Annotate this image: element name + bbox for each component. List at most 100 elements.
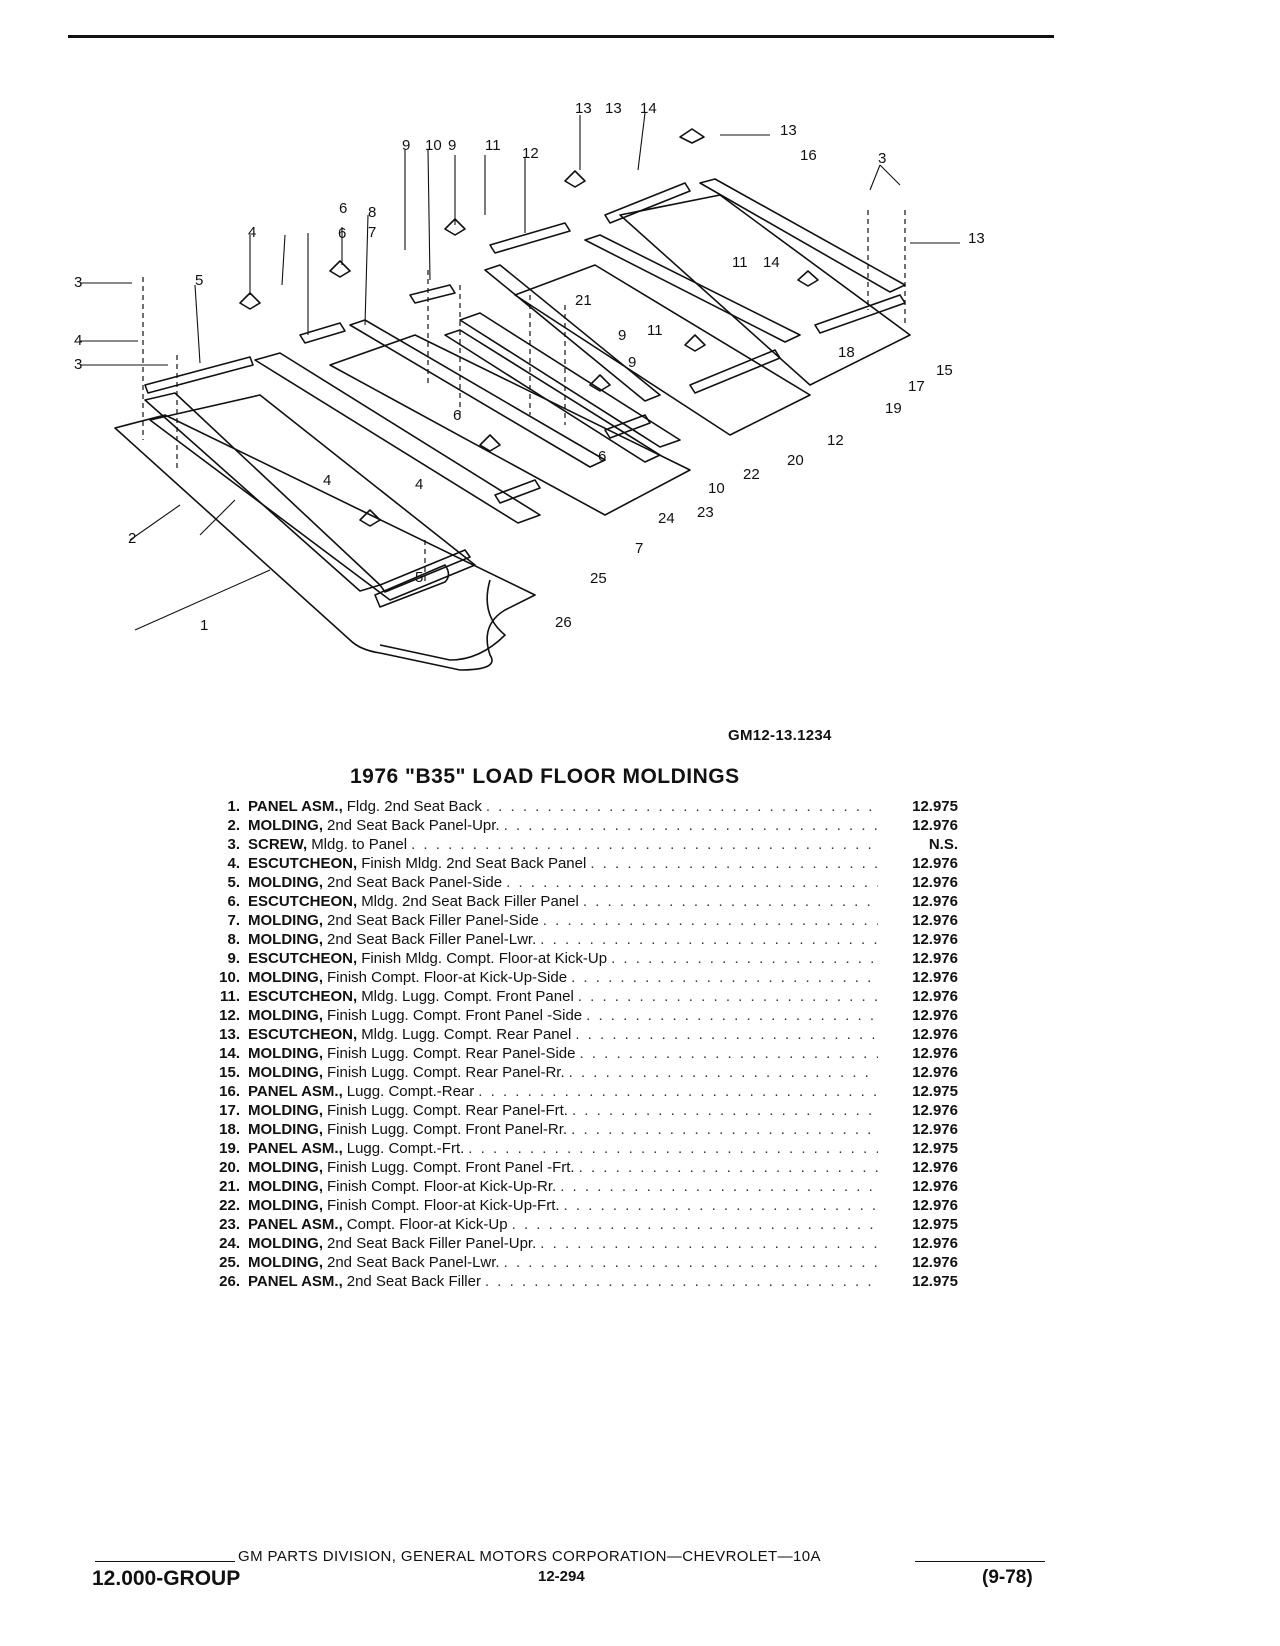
part-row: 15.MOLDING,Finish Lugg. Compt. Rear Pane…	[198, 1064, 958, 1083]
leader-dots	[482, 798, 878, 815]
part-row: 4.ESCUTCHEON,Finish Mldg. 2nd Seat Back …	[198, 855, 958, 874]
group-number: 12.976	[912, 1102, 958, 1119]
part-description: 2nd Seat Back Filler Panel-Side	[327, 912, 539, 929]
group-number: N.S.	[928, 836, 958, 853]
callout-label: 17	[908, 378, 925, 395]
part-row: 12.MOLDING,Finish Lugg. Compt. Front Pan…	[198, 1007, 958, 1026]
escutcheon-4b	[359, 509, 381, 527]
part-row: 5.MOLDING,2nd Seat Back Panel-Side12.976	[198, 874, 958, 893]
part-row: 20.MOLDING,Finish Lugg. Compt. Front Pan…	[198, 1159, 958, 1178]
part-number: 18.	[219, 1121, 240, 1138]
panel-1	[114, 414, 536, 671]
part-number: 13.	[219, 1026, 240, 1043]
group-number: 12.975	[912, 1216, 958, 1233]
molding-21	[459, 312, 681, 448]
part-name: MOLDING,	[248, 1045, 323, 1062]
part-number: 22.	[219, 1197, 240, 1214]
group-number: 12.976	[912, 1254, 958, 1271]
callout-label: 9	[618, 327, 626, 344]
part-name: PANEL ASM.,	[248, 1273, 343, 1290]
part-description: Finish Lugg. Compt. Rear Panel-Frt.	[327, 1102, 568, 1119]
leader-dots	[567, 969, 878, 986]
callout-label: 1	[200, 617, 208, 634]
escutcheon-11a	[564, 170, 586, 188]
callout-label: 14	[763, 254, 780, 271]
part-number: 10.	[219, 969, 240, 986]
leader-dots	[586, 855, 878, 872]
page-number: 12-294	[538, 1568, 585, 1585]
part-number: 21.	[219, 1178, 240, 1195]
group-number: 12.976	[912, 988, 958, 1005]
leader-dots	[474, 1083, 878, 1100]
part-row: 8.MOLDING,2nd Seat Back Filler Panel-Lwr…	[198, 931, 958, 950]
molding-14a	[604, 182, 691, 224]
part-name: MOLDING,	[248, 1102, 323, 1119]
callout-label: 25	[590, 570, 607, 587]
panel-26-inner	[149, 394, 476, 601]
callout-label: 10	[708, 480, 725, 497]
part-name: MOLDING,	[248, 1121, 323, 1138]
leader-dots	[556, 1178, 878, 1195]
molding-25	[379, 549, 471, 593]
part-description: Mldg. Lugg. Compt. Rear Panel	[361, 1026, 572, 1043]
footer-rule-left	[95, 1561, 235, 1562]
group-number: 12.976	[912, 1064, 958, 1081]
part-number: 3.	[227, 836, 240, 853]
part-row: 26.PANEL ASM.,2nd Seat Back Filler12.975	[198, 1273, 958, 1292]
group-number: 12.976	[912, 1197, 958, 1214]
callout-label: 6	[339, 200, 347, 217]
callout-label: 6	[453, 407, 461, 424]
part-description: 2nd Seat Back Panel-Side	[327, 874, 503, 891]
group-number: 12.975	[912, 1140, 958, 1157]
callout-label: 19	[885, 400, 902, 417]
part-row: 21. MOLDING,Finish Compt. Floor-at Kick-U…	[198, 1178, 958, 1197]
callout-label: 7	[368, 224, 376, 241]
leader-dots	[407, 836, 878, 853]
leader-dots	[568, 1102, 878, 1119]
part-row: 2.MOLDING,2nd Seat Back Panel-Upr.12.976	[198, 817, 958, 836]
leader-dots	[536, 1235, 878, 1252]
part-description: Finish Lugg. Compt. Rear Panel-Side	[327, 1045, 576, 1062]
part-name: MOLDING,	[248, 874, 323, 891]
part-name: ESCUTCHEON,	[248, 893, 358, 910]
part-name: MOLDING,	[248, 1159, 323, 1176]
part-name: MOLDING,	[248, 1197, 323, 1214]
part-row: 22.MOLDING,Finish Compt. Floor-at Kick-U…	[198, 1197, 958, 1216]
part-row: 1.PANEL ASM.,Fldg. 2nd Seat Back12.975	[198, 798, 958, 817]
leader-dots	[574, 988, 878, 1005]
revision-date: (9-78)	[982, 1567, 1033, 1588]
part-number: 25.	[219, 1254, 240, 1271]
leader-dots	[560, 1197, 878, 1214]
part-row: 14.MOLDING,Finish Lugg. Compt. Rear Pane…	[198, 1045, 958, 1064]
group-number: 12.976	[912, 893, 958, 910]
callout-label: 2	[128, 530, 136, 547]
figure-code: GM12-13.1234	[728, 727, 832, 744]
top-rule	[68, 35, 1054, 38]
part-row: 10.MOLDING,Finish Compt. Floor-at Kick-U…	[198, 969, 958, 988]
part-row: 16.PANEL ASM.,Lugg. Compt.-Rear12.975	[198, 1083, 958, 1102]
leader-dots	[607, 950, 878, 967]
leader-dots	[571, 1026, 878, 1043]
part-name: MOLDING,	[248, 1235, 323, 1252]
leader-dots	[481, 1273, 878, 1290]
part-description: 2nd Seat Back Panel-Lwr.	[327, 1254, 500, 1271]
part-row: 6.ESCUTCHEON,Mldg. 2nd Seat Back Filler …	[198, 893, 958, 912]
molding-5	[144, 356, 254, 394]
group-number: 12.976	[912, 1045, 958, 1062]
part-name: ESCUTCHEON,	[248, 1026, 358, 1043]
leader-dots	[567, 1121, 878, 1138]
part-name: SCREW,	[248, 836, 308, 853]
part-name: MOLDING,	[248, 1178, 323, 1195]
callout-label: 7	[635, 540, 643, 557]
part-description: Compt. Floor-at Kick-Up	[346, 1216, 508, 1233]
group-number: 12.976	[912, 1159, 958, 1176]
part-description: Finish Compt. Floor-at Kick-Up-Rr.	[327, 1178, 557, 1195]
molding-5b	[374, 564, 450, 608]
molding-18	[584, 234, 801, 343]
molding-10	[409, 284, 456, 304]
callout-label: 20	[787, 452, 804, 469]
group-number: 12.975	[912, 798, 958, 815]
part-description: Fldg. 2nd Seat Back	[346, 798, 482, 815]
part-description: Lugg. Compt.-Frt.	[346, 1140, 465, 1157]
part-number: 24.	[219, 1235, 240, 1252]
